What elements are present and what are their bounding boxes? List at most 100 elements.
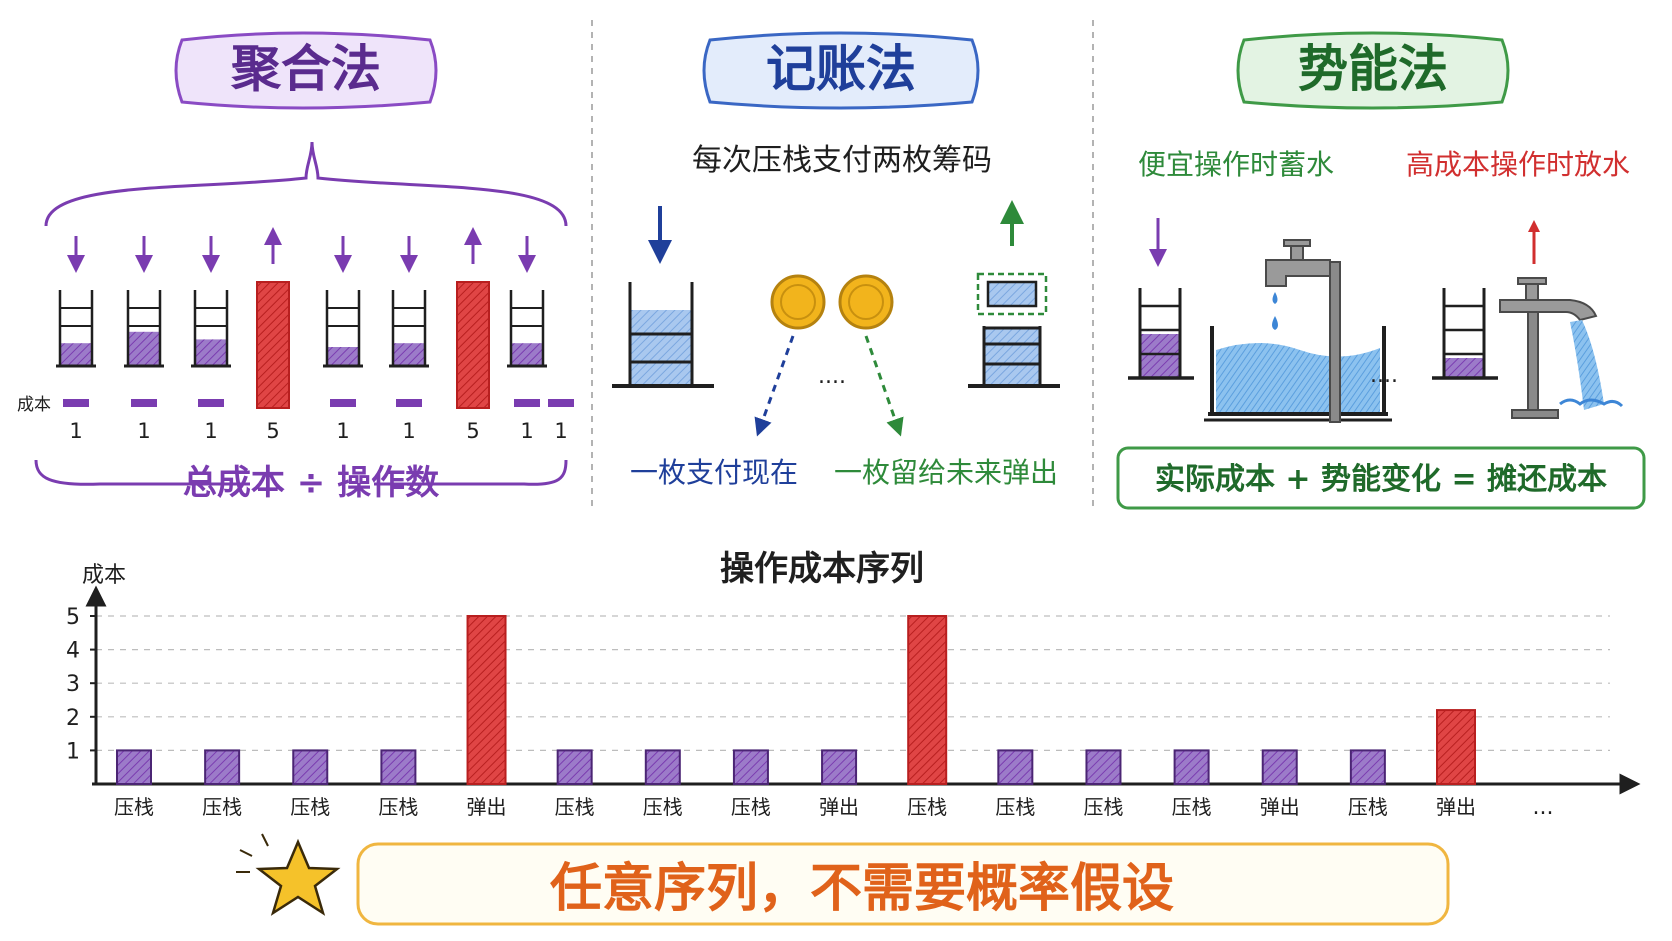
- aggregate-op-6: 1: [389, 236, 429, 443]
- accounting-title: 记账法: [766, 40, 916, 98]
- aggregate-op-4: 5: [256, 227, 290, 443]
- chart-bars: [116, 615, 1476, 786]
- coin-icon: [838, 274, 894, 330]
- potential-title-banner: [1236, 31, 1510, 110]
- cost-chart: 操作成本序列 成本 12345 压栈压栈压栈压栈弹出压栈压栈压栈弹出压栈压栈压栈…: [66, 549, 1641, 820]
- aggregate-formula: 总成本 ÷ 操作数: [183, 463, 439, 503]
- aggregate-title-banner: [174, 31, 438, 110]
- stack-fill: [60, 343, 92, 366]
- footer: 任意序列，不需要概率假设: [236, 833, 1450, 926]
- potential-stack-right: [1432, 288, 1498, 380]
- pay-now-arrow-icon: [754, 335, 795, 437]
- aggregate-cost-value: 5: [266, 419, 279, 443]
- chart-bar-7: [644, 749, 681, 786]
- chart-trailing-ellipsis: ...: [1533, 795, 1554, 820]
- potential-formula: 实际成本 + 势能变化 = 摊还成本: [1155, 462, 1607, 497]
- x-tick-label: 弹出: [1260, 795, 1300, 819]
- water-splash-icon: [1559, 398, 1624, 408]
- cost-bar: [514, 399, 540, 407]
- cost-bar: [131, 399, 157, 407]
- aggregate-op-7: 5: [456, 227, 490, 443]
- coin-icon: [770, 274, 826, 330]
- aggregate-section: 聚合法 1 1 1 5 1 1 5 1 成本 1 总成本 ÷ 操作数: [17, 31, 574, 503]
- y-tick-label: 5: [66, 605, 80, 630]
- chart-title: 操作成本序列: [720, 549, 924, 589]
- aggregate-op-2: 1: [124, 236, 164, 443]
- chart-bar-6: [556, 749, 593, 786]
- chart-bar-1: [116, 749, 152, 786]
- stack-fill: [128, 331, 160, 366]
- accounting-right-label: 一枚留给未来弹出: [834, 456, 1058, 489]
- water-stream-icon: [1570, 320, 1604, 410]
- chart-bar-9: [821, 749, 858, 786]
- save-future-arrow-icon: [864, 335, 904, 437]
- chart-bar-2: [204, 749, 241, 786]
- x-tick-label: 压栈: [202, 795, 242, 819]
- x-tick-label: 压栈: [1172, 795, 1212, 819]
- bottom-brace: [34, 459, 568, 486]
- aggregate-op-5: 1: [323, 236, 363, 443]
- aggregate-title: 聚合法: [230, 40, 381, 98]
- potential-dots: ....: [1370, 363, 1398, 388]
- x-tick-label: 压栈: [378, 795, 418, 819]
- x-tick-label: 压栈: [731, 795, 771, 819]
- stack-fill: [511, 343, 543, 366]
- chart-bar-4: [380, 749, 417, 786]
- accounting-title-banner: [702, 31, 980, 110]
- chart-bar-8: [732, 749, 769, 786]
- footer-text: 任意序列，不需要概率假设: [550, 859, 1174, 919]
- cost-bar: [198, 399, 224, 407]
- chart-bar-15: [1349, 749, 1386, 786]
- chart-y-ticks: 1 2 3 4 5: [66, 605, 96, 764]
- x-tick-label: 压栈: [1348, 795, 1388, 819]
- chart-bar-3: [292, 749, 329, 786]
- y-tick-label: 3: [66, 672, 80, 697]
- aggregate-op-8: 1: [507, 236, 547, 443]
- accounting-stack-right: [968, 272, 1060, 388]
- star-icon: [236, 833, 341, 916]
- x-tick-label: 压栈: [995, 795, 1035, 819]
- aggregate-cost-value: 5: [466, 419, 479, 443]
- aggregate-cost-value: 1: [69, 419, 82, 443]
- top-brace: [44, 141, 568, 227]
- water-tank-icon: [1204, 326, 1392, 422]
- aggregate-cost-label: 成本: [17, 395, 51, 415]
- potential-stack-left: [1128, 288, 1194, 380]
- chart-bar-5: [466, 615, 507, 785]
- aggregate-cost-value: 1: [402, 419, 415, 443]
- x-tick-label: 弹出: [819, 795, 859, 819]
- footer-banner: [356, 842, 1450, 926]
- stack-fill: [327, 347, 359, 366]
- aggregate-cost-value: 1: [204, 419, 217, 443]
- chart-bar-14: [1261, 749, 1298, 786]
- accounting-section: 记账法 每次压栈支付两枚筹码 ....: [612, 31, 1060, 489]
- water-drop-icon: [1272, 316, 1278, 330]
- accounting-subtitle: 每次压栈支付两枚筹码: [692, 143, 992, 178]
- aggregate-cost-value: 1: [336, 419, 349, 443]
- chart-x-labels: 压栈压栈压栈压栈弹出压栈压栈压栈弹出压栈压栈压栈压栈弹出压栈弹出: [114, 795, 1476, 819]
- accounting-left-label: 一枚支付现在: [630, 456, 798, 489]
- x-tick-label: 压栈: [555, 795, 595, 819]
- chart-grid: [96, 615, 1610, 752]
- cost-bar-high: [256, 281, 290, 409]
- cost-bar: [396, 399, 422, 407]
- accounting-dots: ....: [818, 364, 846, 389]
- cost-bar-high: [456, 281, 490, 409]
- y-tick-label: 1: [66, 739, 80, 764]
- x-tick-label: 弹出: [467, 795, 507, 819]
- chart-bar-16: [1436, 709, 1476, 786]
- chart-ylabel: 成本: [82, 563, 126, 588]
- y-tick-label: 2: [66, 706, 80, 731]
- potential-section: 势能法 便宜操作时蓄水 高成本操作时放水: [1116, 31, 1646, 510]
- aggregate-operations: 1 1 1 5 1 1 5 1: [56, 227, 547, 443]
- x-tick-label: 压栈: [907, 795, 947, 819]
- cost-bar: [63, 399, 89, 407]
- accounting-stack-left: [612, 282, 714, 388]
- y-tick-label: 4: [66, 639, 80, 664]
- potential-right-label: 高成本操作时放水: [1406, 148, 1630, 181]
- chart-bar-13: [1173, 749, 1210, 786]
- stack-fill: [393, 343, 425, 366]
- chart-bar-10: [907, 615, 948, 785]
- x-tick-label: 压栈: [643, 795, 683, 819]
